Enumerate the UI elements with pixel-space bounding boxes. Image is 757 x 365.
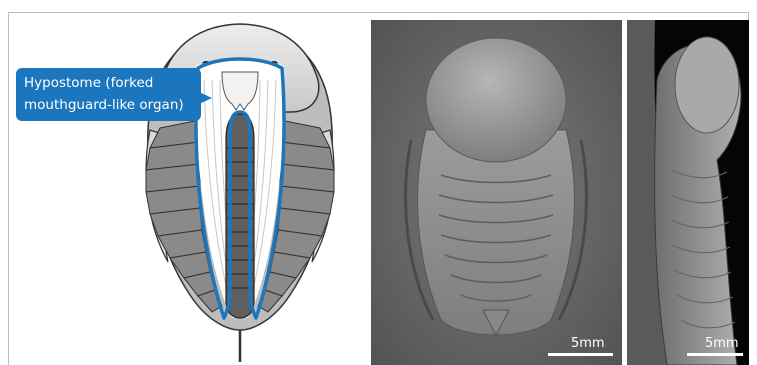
- fossil-side-rendering: [627, 20, 749, 365]
- scale-bar-side: [687, 353, 743, 356]
- scale-bar-front: [548, 353, 613, 356]
- callout-line-2: mouthguard-like organ): [24, 94, 193, 116]
- trilobite-diagram: [0, 0, 370, 365]
- hypostome-callout: Hypostome (forked mouthguard-like organ): [16, 68, 201, 121]
- fossil-front-rendering: [371, 20, 622, 365]
- fossil-photo-front: 5mm: [371, 20, 622, 365]
- scale-label-side: 5mm: [705, 336, 739, 351]
- callout-line-1: Hypostome (forked: [24, 72, 193, 94]
- scale-label-front: 5mm: [571, 336, 605, 351]
- fossil-photo-side: 5mm: [627, 20, 749, 365]
